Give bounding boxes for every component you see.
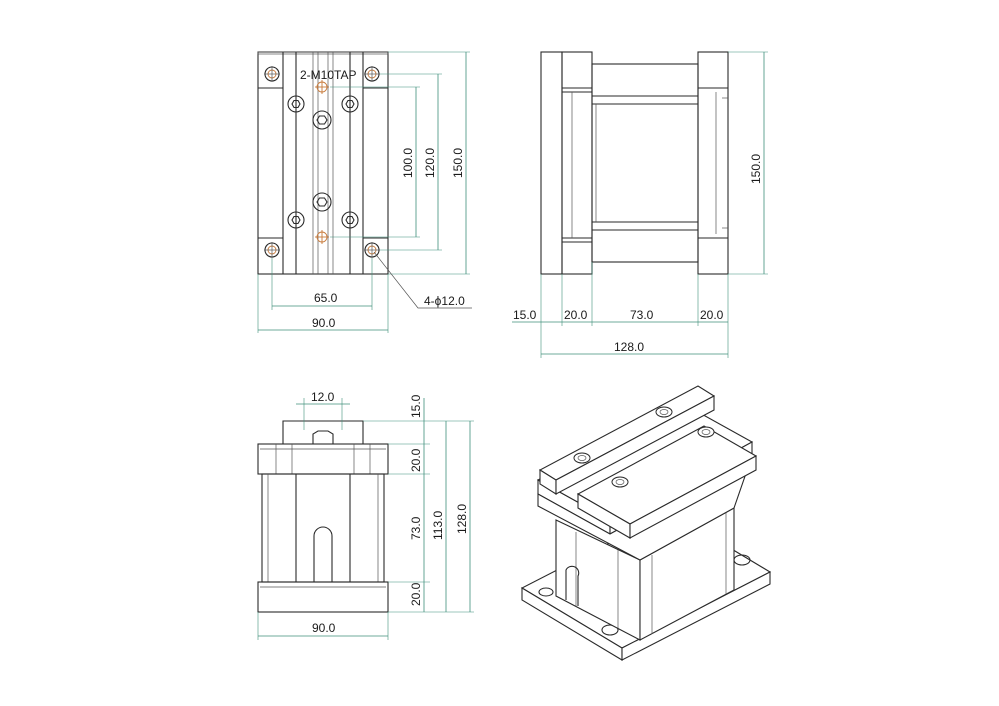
hex-socket-bolt-icon (341, 211, 359, 229)
dim-20-left: 20.0 (564, 308, 588, 322)
mounting-hole-icon (601, 624, 619, 636)
hex-socket-bolt-icon (287, 95, 305, 113)
dim-90: 90.0 (312, 316, 336, 330)
dim-150: 150.0 (451, 148, 465, 178)
hex-socket-bolt-icon (312, 110, 332, 130)
dim-20-bottom: 20.0 (409, 582, 423, 606)
dim-100: 100.0 (401, 148, 415, 178)
hex-socket-bolt-icon (312, 192, 332, 212)
dim-65: 65.0 (314, 291, 338, 305)
dim-12: 12.0 (311, 390, 335, 404)
hex-socket-bolt-icon (697, 426, 715, 438)
hex-socket-bolt-icon (611, 476, 629, 488)
dim-73-vert: 73.0 (409, 516, 423, 540)
top-view: 2-M10TAP 100.0 120.0 150.0 65.0 90.0 4-ϕ… (257, 51, 472, 333)
dim-side-150: 150.0 (749, 154, 763, 184)
tap-hole-icon (315, 80, 329, 94)
corner-hole-icon (264, 66, 280, 82)
dim-20-top: 20.0 (409, 448, 423, 472)
mounting-hole-icon (538, 587, 554, 597)
hex-socket-bolt-icon (341, 95, 359, 113)
corner-hole-icon (264, 242, 280, 258)
hex-socket-bolt-icon (287, 211, 305, 229)
front-view: 12.0 15.0 20.0 73.0 113.0 128.0 20.0 90.… (257, 390, 474, 640)
corner-hole-icon (364, 66, 380, 82)
dim-20-right: 20.0 (700, 308, 724, 322)
dim-front-90: 90.0 (312, 621, 336, 635)
hole-callout: 4-ϕ12.0 (424, 294, 465, 308)
hex-socket-bolt-icon (573, 452, 591, 464)
dim-128-vert: 128.0 (455, 504, 469, 534)
dim-15: 15.0 (513, 308, 537, 322)
tap-hole-icon (315, 230, 329, 244)
tap-note-label: 2-M10TAP (300, 68, 356, 82)
dim-15-vert: 15.0 (409, 394, 423, 418)
side-view: 150.0 15.0 20.0 73.0 20.0 128.0 (512, 51, 768, 358)
dim-128: 128.0 (614, 340, 644, 354)
hex-socket-bolt-icon (655, 406, 673, 418)
isometric-view (520, 385, 772, 661)
dim-120: 120.0 (423, 148, 437, 178)
dim-113: 113.0 (431, 511, 445, 540)
corner-hole-icon (364, 242, 380, 258)
dim-73: 73.0 (630, 308, 654, 322)
